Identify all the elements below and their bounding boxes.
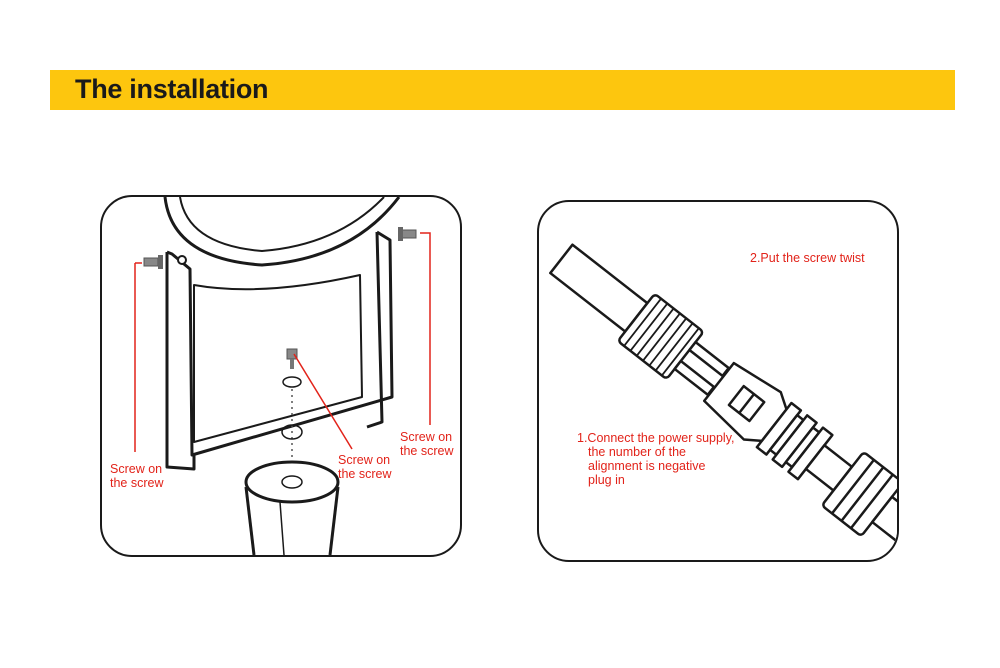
post-left-edge xyxy=(244,486,256,555)
left-screw-head xyxy=(158,255,163,269)
center-leader-line xyxy=(293,353,353,450)
bracket-hole xyxy=(281,424,303,440)
threaded-collar xyxy=(618,294,704,379)
plug-grip xyxy=(755,401,834,481)
bracket-right-arm xyxy=(366,231,384,429)
lamp-head-outline xyxy=(163,197,401,267)
left-cable xyxy=(549,243,649,333)
right-cable xyxy=(871,495,897,560)
post-right-edge xyxy=(328,486,340,555)
bracket-illustration xyxy=(134,197,431,555)
left-screw-body xyxy=(143,257,159,267)
bracket-inner xyxy=(193,274,363,443)
right-screw-body xyxy=(401,229,417,239)
connector-illustration xyxy=(549,243,897,560)
center-screw-shank xyxy=(290,359,294,369)
page-title: The installation xyxy=(75,74,269,104)
bracket-left-arm xyxy=(165,252,196,471)
post-highlight xyxy=(279,501,285,555)
label-right-screw: Screw on the screw xyxy=(400,430,454,458)
label-center-screw: Screw on the screw xyxy=(338,453,392,481)
bracket-diagram-panel: Screw on the screw Screw on the screw Sc… xyxy=(100,195,462,557)
right-leader-line xyxy=(420,232,431,425)
right-screw-head xyxy=(398,227,403,241)
bracket-left-hole xyxy=(177,255,187,265)
lamp-head-inner xyxy=(179,197,385,253)
step-1-label: 1.Connect the power supply, the number o… xyxy=(577,431,735,487)
step-2-label: 2.Put the screw twist xyxy=(750,251,865,265)
title-banner: The installation xyxy=(50,70,955,110)
collar-threads xyxy=(623,298,700,377)
washer-top xyxy=(282,376,302,388)
post-hole xyxy=(281,475,303,489)
bracket-outer xyxy=(166,230,394,457)
label-left-screw: Screw on the screw xyxy=(110,462,164,490)
post-top xyxy=(244,460,340,504)
connector-diagram-panel: 2.Put the screw twist 1.Connect the powe… xyxy=(537,200,899,562)
